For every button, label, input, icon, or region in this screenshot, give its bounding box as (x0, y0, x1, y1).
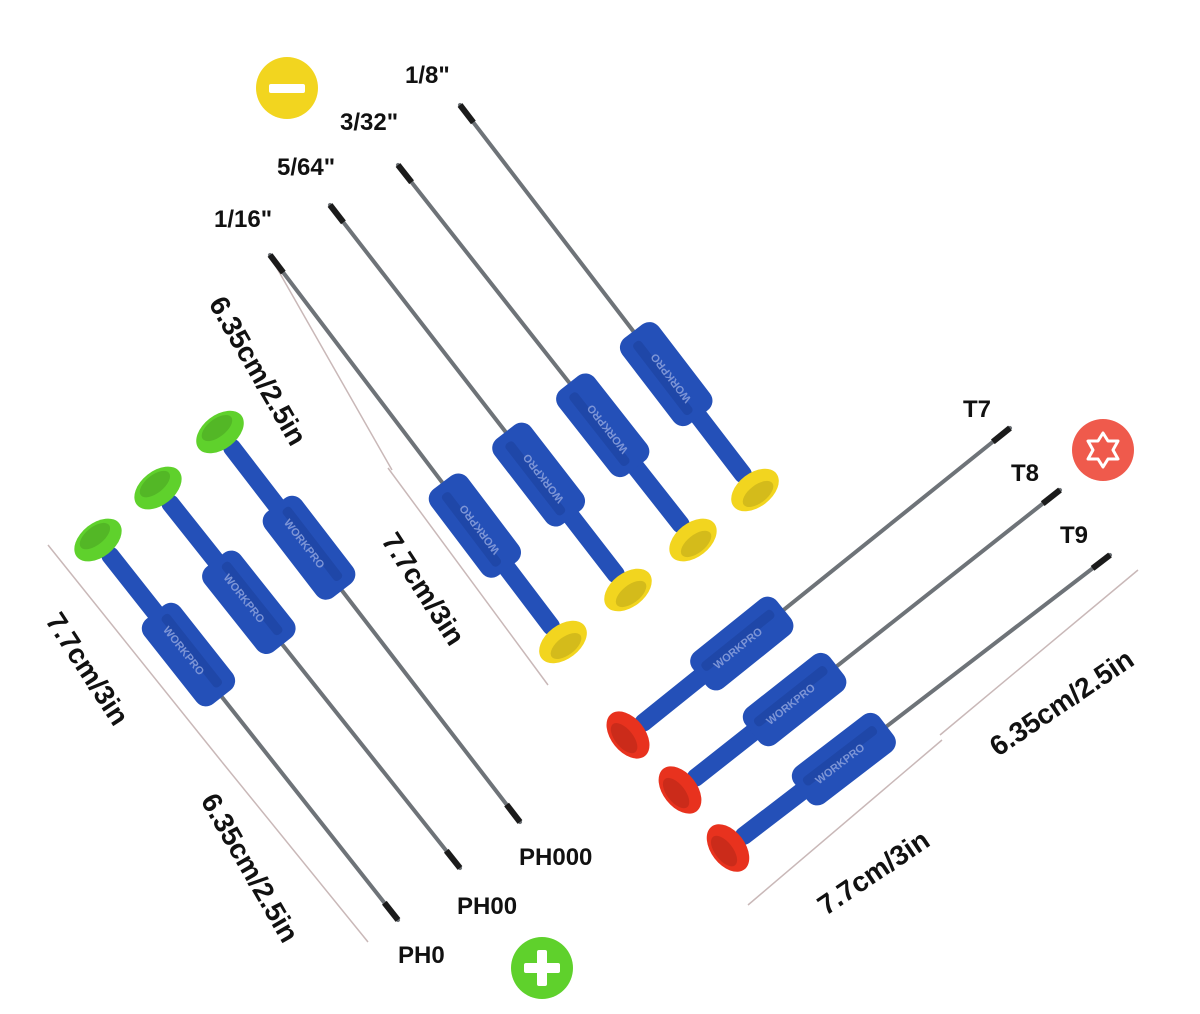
handle-grip (619, 322, 713, 427)
slotted-size-label-1-8: 1/8" (405, 62, 450, 89)
handle-grip (556, 373, 650, 478)
shaft (884, 553, 1112, 729)
plus-icon (511, 937, 573, 999)
shaft (219, 694, 400, 922)
torx-screwdriver-t9: WORKPRO (706, 552, 1112, 872)
shaft (458, 103, 636, 334)
torx-blade-dimension-line (939, 569, 1139, 736)
shaft (834, 488, 1062, 669)
handle-grip (141, 602, 236, 707)
tip (504, 802, 523, 824)
handle-grip (262, 495, 356, 600)
shaft (280, 642, 462, 870)
end-cap (539, 620, 587, 664)
end-cap-shade (79, 522, 111, 550)
end-cap (606, 711, 650, 759)
slotted-screwdriver-1-16: WORKPRO (267, 253, 587, 664)
slotted-handle-dimension-line (387, 467, 549, 686)
end-cap-shade (615, 580, 647, 608)
end-cap (658, 766, 702, 814)
end-cap-shade (610, 723, 638, 754)
handle-shade (441, 492, 502, 567)
tip (267, 253, 286, 275)
tip (1090, 552, 1112, 571)
tip (990, 425, 1012, 445)
phillips-handle-dimension-line (47, 544, 223, 763)
slotted-size-label-3-32: 3/32" (340, 109, 399, 136)
end-cap-shade (139, 470, 171, 498)
shaft (339, 588, 522, 824)
phillips-size-label-ph00: PH00 (457, 893, 518, 920)
slotted-screwdriver-1-8: WORKPRO (457, 103, 779, 512)
slotted-size-label-5-64: 5/64" (277, 154, 336, 181)
slotted-size-label-1-16: 1/16" (214, 206, 273, 233)
handle-shade (282, 506, 343, 581)
torx-screwdriver-t7: WORKPRO (606, 425, 1012, 759)
end-cap (604, 568, 652, 612)
handle-shade (221, 561, 283, 636)
phillips-screwdriver-ph0: WORKPRO (74, 518, 401, 922)
star-icon (1072, 419, 1134, 481)
handle-shade (569, 392, 630, 466)
end-cap (74, 518, 122, 562)
tip (327, 203, 346, 225)
shaft (268, 253, 445, 485)
handle-grip (202, 550, 296, 655)
end-cap (669, 518, 717, 562)
end-cap (706, 824, 750, 872)
handle-shade (505, 441, 566, 516)
handle-shade (753, 666, 828, 727)
end-cap-shade (680, 530, 712, 558)
end-cap (196, 410, 244, 454)
tip (1040, 487, 1062, 506)
handle-grip (428, 473, 521, 578)
end-cap-shade (662, 777, 690, 809)
handle-shade (802, 726, 878, 786)
handle-grip (690, 596, 794, 691)
phillips-blade-dimension-line (221, 761, 369, 943)
torx-handle-dimension-line (747, 739, 943, 906)
tip (457, 103, 476, 125)
handle-grip (492, 422, 586, 527)
end-cap (134, 466, 182, 510)
tip (395, 163, 414, 185)
shaft (781, 426, 1012, 612)
handle-grip (791, 712, 896, 806)
end-cap-shade (550, 632, 582, 660)
handle-shade (701, 609, 775, 671)
slotted-blade-dimension-line (269, 255, 393, 471)
end-cap-shade (201, 414, 233, 442)
phillips-screwdriver-ph00: WORKPRO (134, 466, 463, 870)
slotted-screwdriver-5-64: WORKPRO (327, 203, 652, 612)
torx-screwdriver-t8: WORKPRO (658, 487, 1062, 814)
handle-grip (742, 652, 847, 747)
shaft (328, 203, 508, 434)
handle-shade (161, 613, 222, 688)
torx-size-label-t7: T7 (963, 396, 992, 423)
tip (382, 900, 401, 922)
torx-size-label-t8: T8 (1011, 460, 1040, 487)
phillips-size-label-ph000: PH000 (519, 844, 593, 871)
handle-shade (633, 340, 693, 416)
torx-size-label-t9: T9 (1060, 522, 1089, 549)
phillips-size-label-ph0: PH0 (398, 942, 445, 969)
minus-icon (256, 57, 318, 119)
end-cap-shade (742, 480, 774, 508)
tip (443, 848, 463, 870)
slotted-screwdriver-3-32: WORKPRO (395, 163, 717, 562)
shaft (396, 163, 572, 385)
end-cap-shade (710, 835, 738, 867)
end-cap (731, 468, 779, 512)
phillips-screwdriver-ph000: WORKPRO (196, 410, 523, 824)
